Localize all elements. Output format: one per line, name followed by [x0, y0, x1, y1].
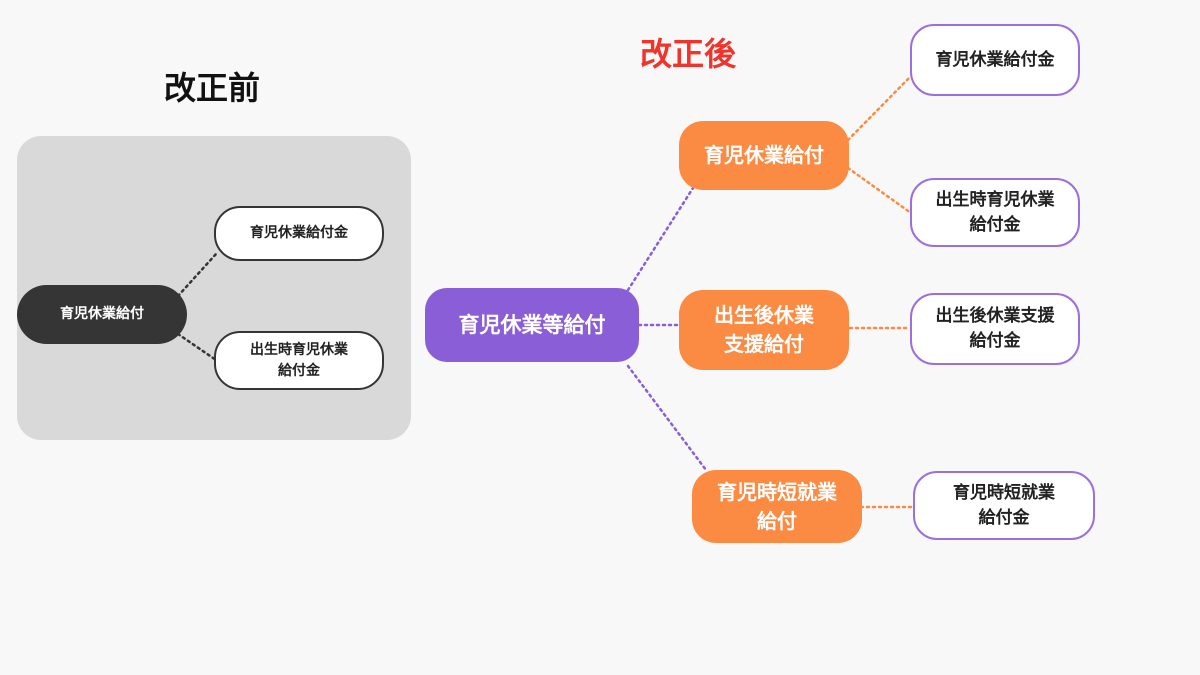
after-title: 改正後	[640, 35, 737, 73]
before-title: 改正前	[164, 69, 261, 107]
after-leaf-shortened-hours-benefit: 育児時短就業 給付金	[913, 471, 1095, 540]
after-leaf-birth-leave-benefit: 出生時育児休業 給付金	[910, 178, 1080, 247]
before-child-birth-leave-benefit: 出生時育児休業 給付金	[214, 331, 384, 390]
after-branch-shortened-hours: 育児時短就業 給付	[692, 470, 862, 543]
after-branch-childcare-leave: 育児休業給付	[679, 121, 849, 190]
after-root-node: 育児休業等給付	[425, 288, 639, 362]
connector-root-branch-1	[626, 186, 695, 292]
connector-before-2	[176, 332, 218, 362]
before-child-childcare-leave-benefit: 育児休業給付金	[214, 206, 384, 261]
after-leaf-postnatal-support-benefit: 出生後休業支援 給付金	[910, 293, 1080, 365]
before-root-node: 育児休業給付	[17, 285, 187, 344]
after-branch-postnatal-support: 出生後休業 支援給付	[679, 290, 849, 370]
connector-branch1-leaf1	[846, 74, 913, 142]
connector-before-1	[176, 252, 218, 298]
connector-branch1-leaf2	[846, 166, 913, 215]
connector-root-branch-3	[626, 364, 708, 472]
after-leaf-childcare-leave-benefit: 育児休業給付金	[910, 24, 1080, 96]
